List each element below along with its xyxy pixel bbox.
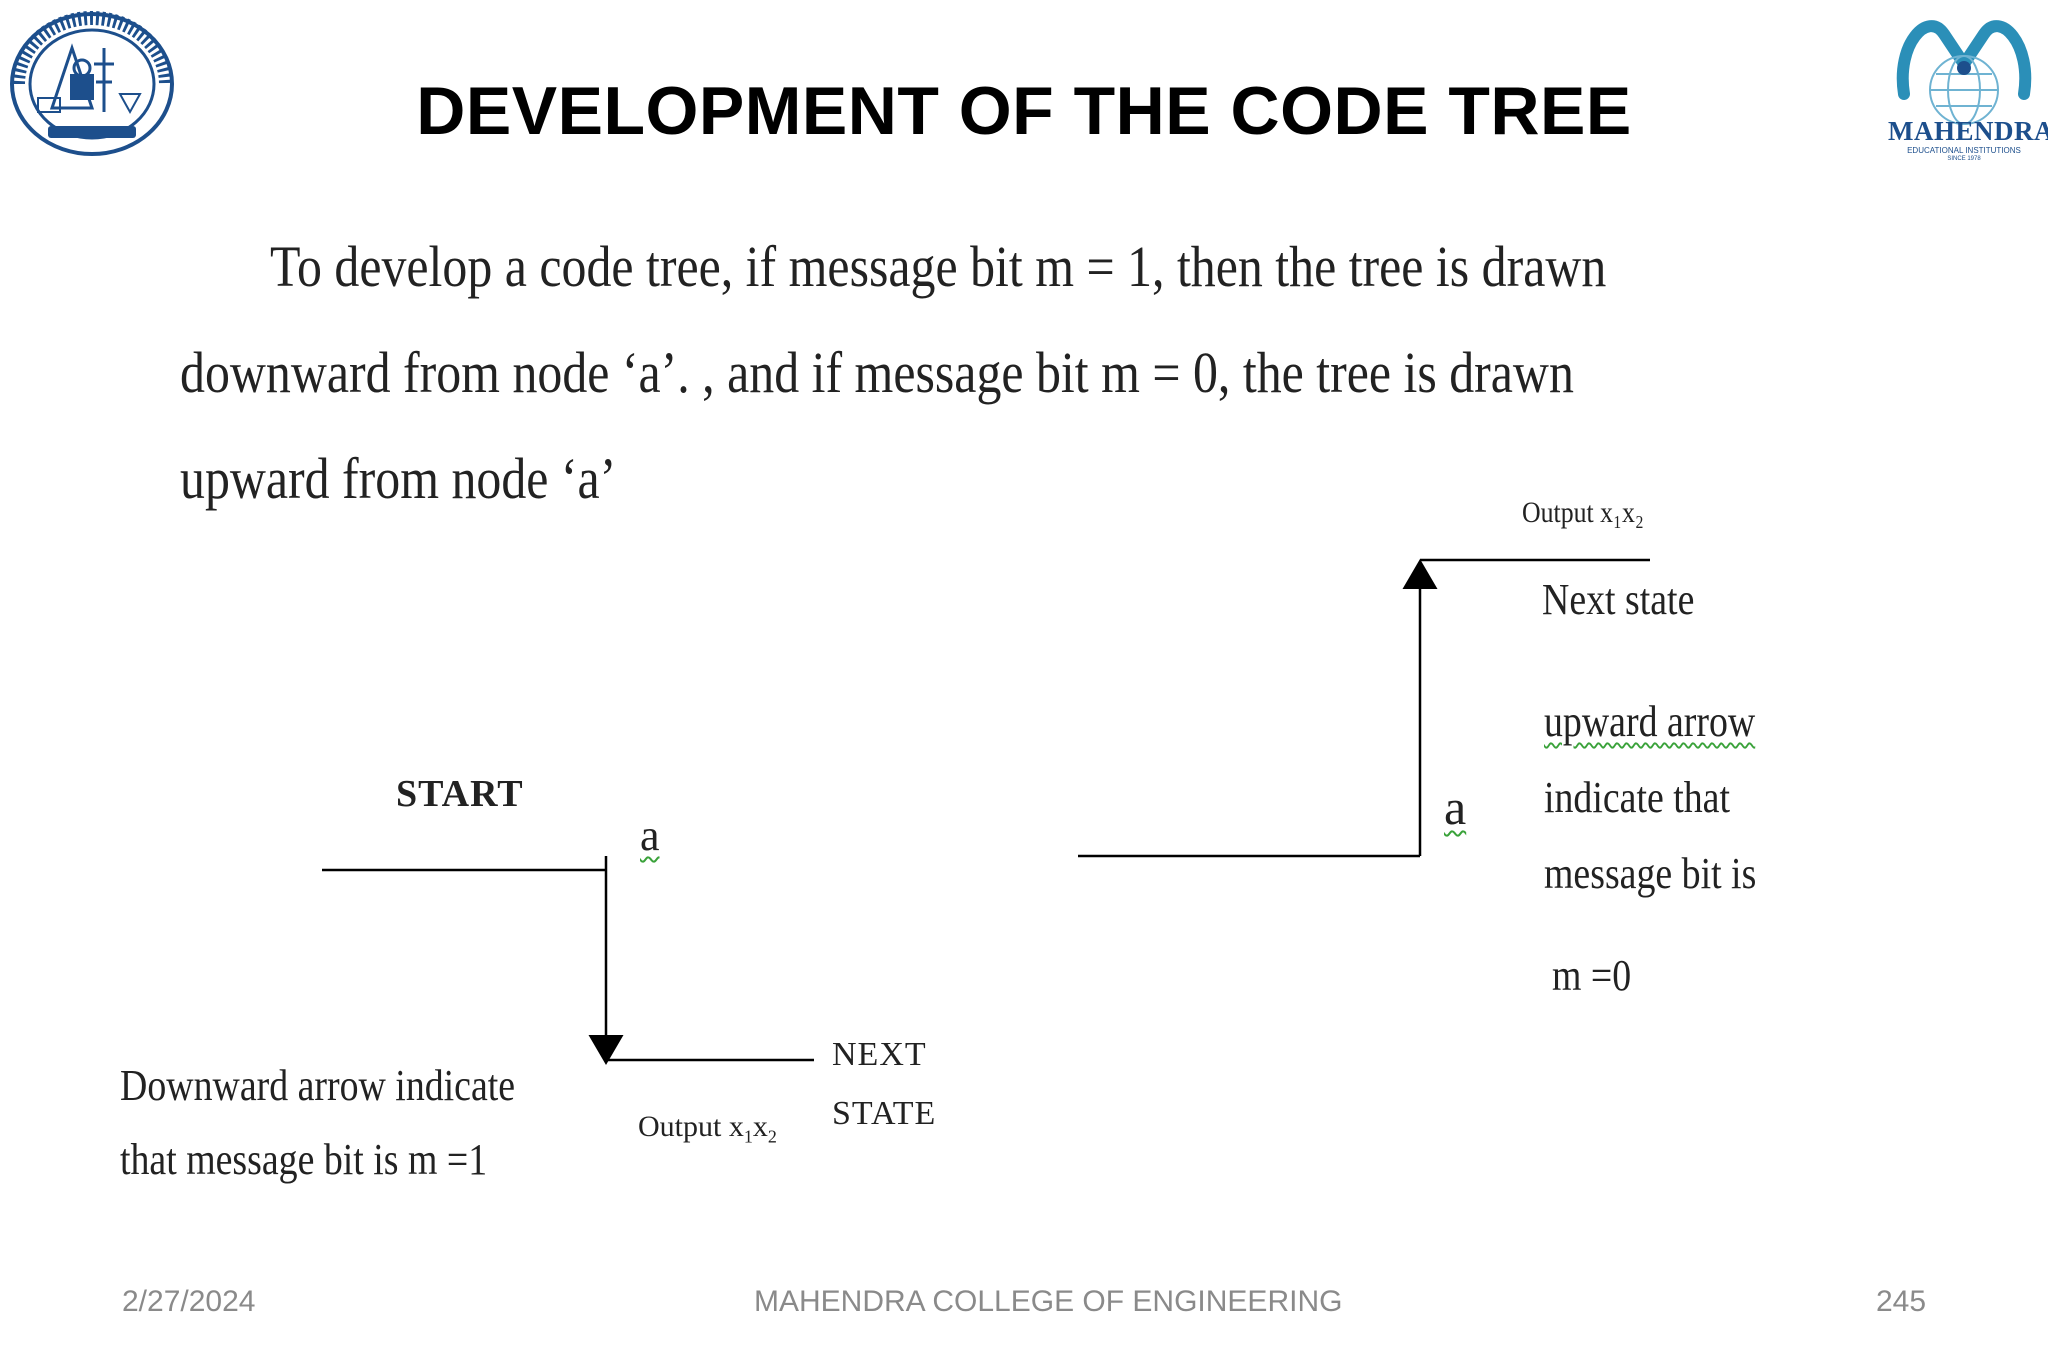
right-node-text: a [1444, 779, 1467, 835]
slide-title: DEVELOPMENT OF THE CODE TREE [416, 73, 1632, 149]
right-output-label: Output x₁x₂ [1522, 496, 1644, 529]
left-output-label: Output x1x2 [638, 1110, 777, 1147]
left-output-prefix: Output x [638, 1110, 744, 1143]
paragraph-line-2: downward from node ‘a’. , and if message… [180, 340, 1574, 405]
footer-institution: MAHENDRA COLLEGE OF ENGINEERING [754, 1285, 1343, 1318]
college-seal-logo [8, 8, 176, 158]
mahendra-globe-icon [1896, 20, 2032, 125]
footer-page-number: 245 [1876, 1285, 1927, 1318]
left-output-sub2: 2 [767, 1126, 777, 1147]
left-caption-line1: Downward arrow indicate [120, 1061, 516, 1110]
left-caption-line2: that message bit is m =1 [120, 1135, 488, 1184]
right-caption-line3: message bit is [1544, 849, 1757, 898]
college-seal-icon [10, 11, 174, 156]
right-caption-line1-text: upward arrow [1544, 697, 1756, 746]
next-state-line1: NEXT [832, 1036, 927, 1073]
right-next-state-label: Next state [1542, 575, 1695, 624]
mahendra-logo-since: SINCE 1978 [1947, 156, 1981, 162]
paragraph-line-3: upward from node ‘a’ [180, 446, 617, 511]
mahendra-logo: MAHENDRA EDUCATIONAL INSTITUTIONS SINCE … [1888, 4, 2048, 164]
left-output-sub1: 1 [743, 1126, 753, 1147]
right-caption-line4: m =0 [1552, 951, 1632, 1000]
start-label: START [396, 773, 524, 815]
paragraph-line-1: To develop a code tree, if message bit m… [270, 234, 1607, 299]
mahendra-logo-tagline: EDUCATIONAL INSTITUTIONS [1907, 146, 2021, 155]
next-state-line2: STATE [832, 1095, 937, 1132]
left-node-text: a [640, 811, 660, 860]
right-node-label: a [1444, 778, 1466, 836]
footer-date: 2/27/2024 [122, 1285, 256, 1318]
left-node-label: a [640, 810, 660, 861]
mahendra-logo-name: MAHENDRA [1888, 116, 2048, 146]
left-output-mid: x [752, 1110, 768, 1143]
right-caption-line1: upward arrow [1544, 696, 1755, 747]
right-caption-line2: indicate that [1544, 773, 1730, 822]
